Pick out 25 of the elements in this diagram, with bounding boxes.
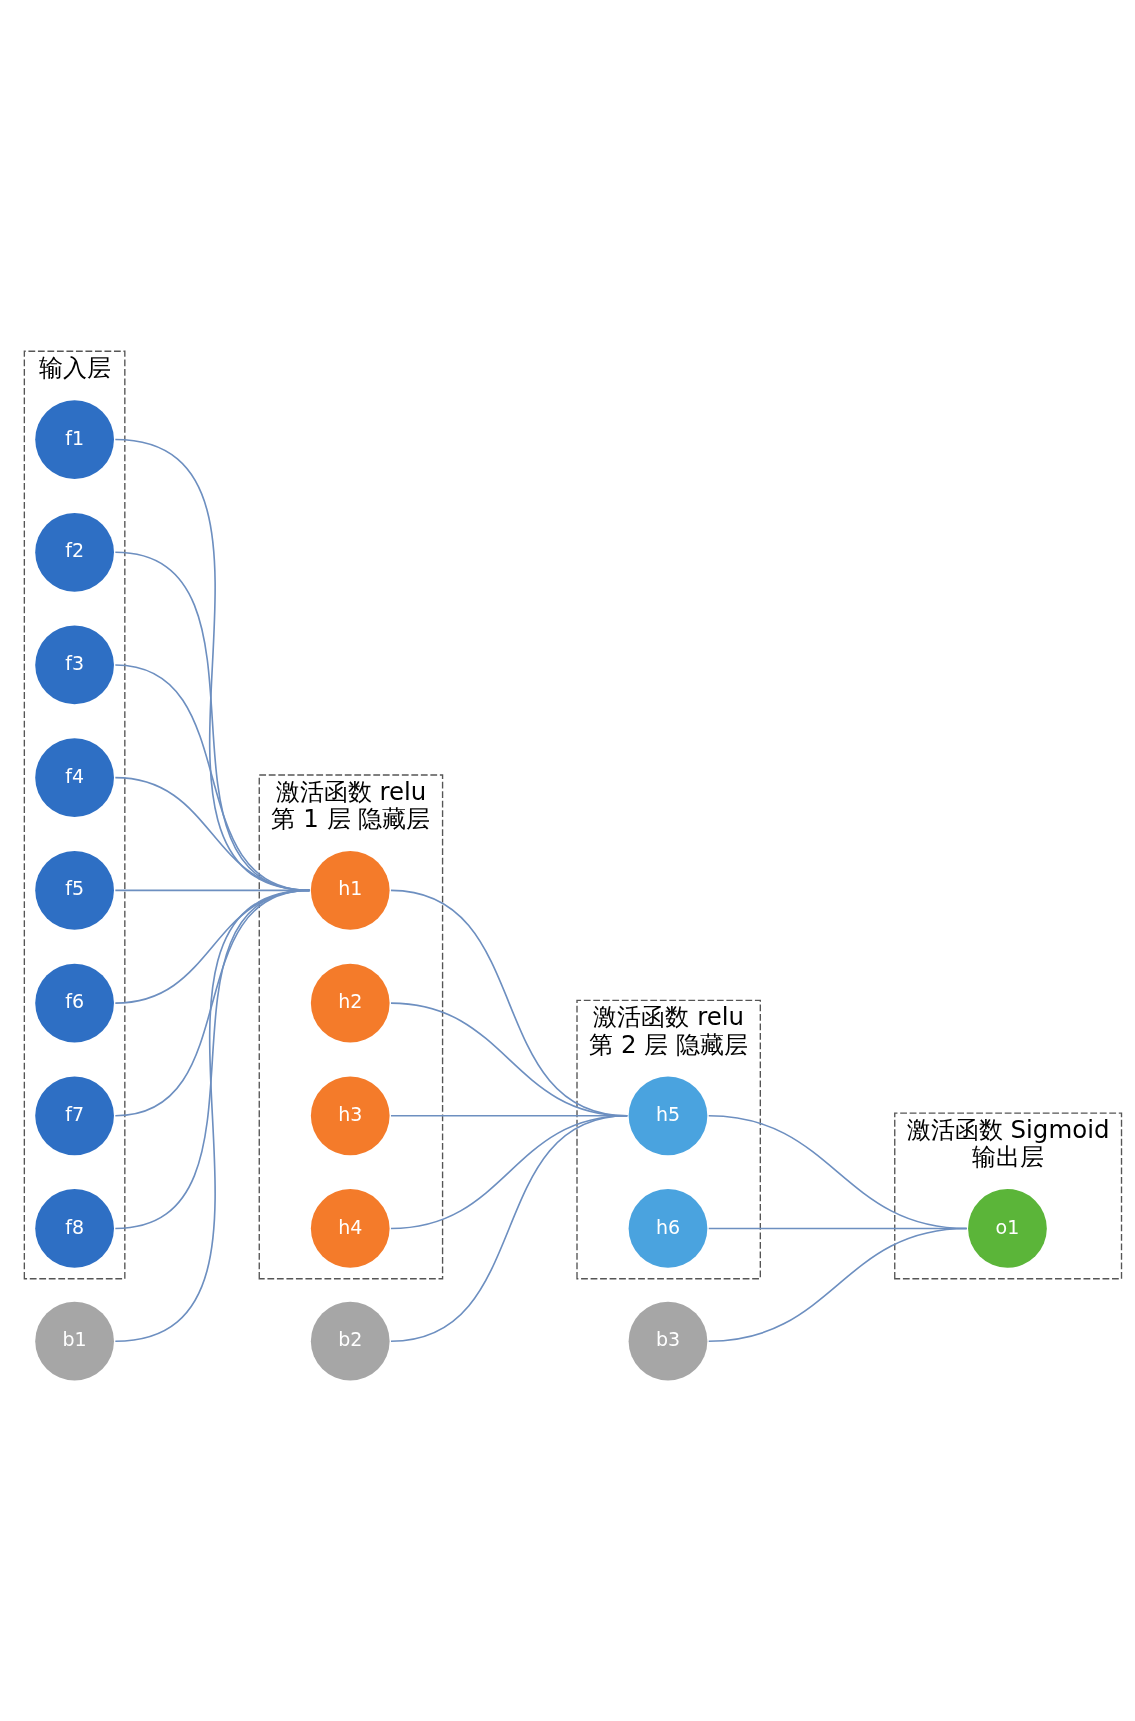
node-circle: f8 <box>35 1189 114 1268</box>
node-circle: h2 <box>310 963 390 1043</box>
node-circle: f4 <box>35 738 114 818</box>
connector <box>114 664 311 892</box>
node-circle: h4 <box>310 1189 390 1268</box>
node-circle: h1 <box>310 851 390 930</box>
node-circle: h3 <box>310 1076 390 1156</box>
node-circle: b2 <box>310 1301 390 1381</box>
node-circle: o1 <box>968 1189 1047 1268</box>
node-circle: b3 <box>628 1301 708 1381</box>
connector <box>114 551 311 892</box>
node-circle: f3 <box>35 625 114 705</box>
connector <box>114 889 311 1342</box>
node-circle: f2 <box>35 512 114 592</box>
node-circle: f7 <box>35 1076 114 1156</box>
connector <box>707 1227 968 1342</box>
node-circle: b1 <box>35 1301 114 1381</box>
connector <box>390 1114 629 1342</box>
node-circle: f1 <box>35 400 114 479</box>
connector <box>114 438 311 892</box>
node-circle: h6 <box>628 1189 708 1268</box>
node-circle: h5 <box>628 1076 708 1156</box>
connector <box>114 776 311 892</box>
node-circle: f6 <box>35 963 114 1043</box>
node-circle: f5 <box>35 851 114 930</box>
